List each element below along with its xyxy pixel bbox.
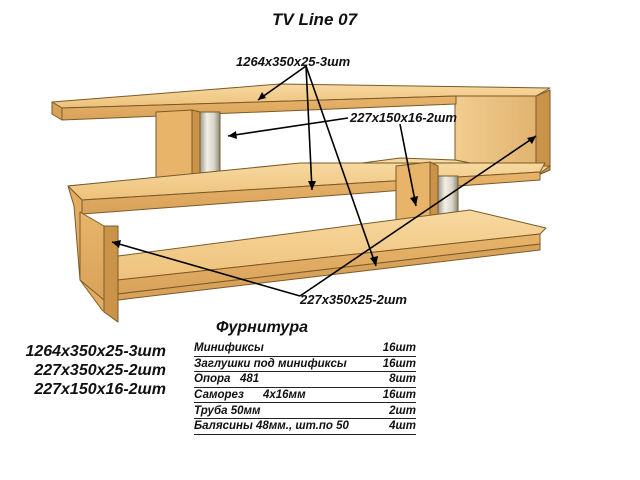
table-row: Балясины 48мм., шт.по 50 4шт	[194, 418, 416, 435]
arrow-head-3	[370, 256, 378, 266]
arrow-head-1	[258, 92, 266, 100]
diagram-title: TV Line 07	[272, 10, 358, 29]
parts-list: 1264x350x25-3шт 227x350x25-2шт 227x150x1…	[14, 342, 166, 399]
hardware-qty: 8шт	[376, 371, 416, 388]
hardware-table: Минификсы 16шт Заглушки под минификсы 16…	[194, 341, 416, 435]
callout-line-top-1	[257, 65, 307, 101]
arrow-head-2	[308, 181, 316, 190]
callout-line-side-1	[111, 241, 301, 297]
lower-small-panel-side	[429, 161, 439, 219]
callout-line-small-1	[227, 117, 349, 137]
table-row: Саморез 4x16мм 16шт	[194, 387, 416, 404]
hardware-name: Заглушки под минификсы	[194, 356, 377, 373]
left-side-panel-edge	[103, 225, 119, 323]
arrow-head-6	[112, 240, 121, 248]
hardware-title: Фурнитура	[216, 319, 308, 336]
parts-list-item: 227x350x25-2шт	[34, 362, 166, 379]
table-row: Труба 50мм 2шт	[194, 402, 416, 419]
callout-line-top-2	[305, 65, 313, 191]
hardware-qty: 16шт	[376, 387, 416, 404]
arrow-head-4	[228, 131, 237, 139]
callout-line-side-2	[299, 135, 537, 297]
hardware-name: Труба 50мм	[194, 402, 377, 419]
upper-small-panel-side	[191, 109, 201, 179]
hardware-qty: 16шт	[376, 341, 416, 357]
hardware-name: Саморез 4x16мм	[194, 387, 377, 404]
hardware-name: Балясины 48мм., шт.по 50	[194, 418, 377, 435]
arrow-head-5	[410, 196, 418, 206]
upper-small-panel-front	[155, 109, 193, 183]
callout-line-small-2	[399, 123, 417, 207]
table-row: Опора 481 8шт	[194, 371, 416, 388]
parts-list-item: 227x150x16-2шт	[34, 381, 166, 398]
hardware-qty: 4шт	[376, 418, 416, 435]
table-row: Заглушки под минификсы 16шт	[194, 356, 416, 373]
hardware-name: Минификсы	[194, 341, 377, 357]
callout-line-top-3	[305, 65, 377, 267]
hardware-qty: 2шт	[376, 402, 416, 419]
bottom-shelf-surface	[117, 209, 547, 281]
bottom-shelf-front	[117, 243, 541, 301]
arrow-head-7	[527, 136, 536, 144]
callout-top-panels: 1264x350x25-3шт	[236, 54, 351, 69]
callout-side-panels: 227x350x25-2шт	[300, 292, 407, 307]
parts-list-item: 1264x350x25-3шт	[25, 343, 166, 360]
callout-small-panels: 227x150x16-2шт	[350, 110, 457, 125]
hardware-qty: 16шт	[376, 356, 416, 373]
table-row: Минификсы 16шт	[194, 341, 416, 357]
hardware-name: Опора 481	[194, 371, 377, 388]
left-side-front	[79, 211, 105, 301]
